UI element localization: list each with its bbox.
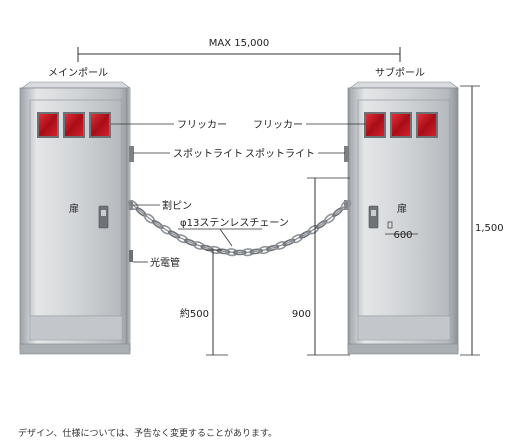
sub-spotlight-label: スポットライト (245, 148, 315, 160)
chain-link (291, 234, 303, 244)
main-pole (19, 81, 134, 355)
chain-max-height-label: 900 (292, 309, 311, 320)
chain-link (167, 230, 181, 239)
chain-link (192, 241, 205, 250)
photo-tube-label: 光電管 (150, 256, 180, 269)
main-flicker-label: フリッカー (177, 119, 227, 131)
chain-link (143, 213, 156, 224)
chain-link (282, 238, 296, 247)
chain-link (324, 213, 336, 224)
main-door-label: 扉 (69, 202, 79, 215)
chain-link (315, 219, 328, 229)
callouts: フリッカー スポットライト フリッカー スポットライト 割ピン φ13ステンレス… (111, 119, 366, 269)
chain-link (135, 207, 147, 217)
chain-link (216, 248, 231, 255)
main-spotlight (129, 146, 134, 162)
sub-flicker-lamps (364, 112, 438, 138)
main-spotlight-label: スポットライト (173, 148, 243, 160)
max-width-label: MAX 15,000 (209, 38, 270, 49)
chain-link (208, 245, 222, 255)
pole-height-label: 1,500 (475, 223, 504, 234)
chain-link (160, 224, 172, 235)
chain (127, 199, 352, 257)
disclaimer-note: デザイン、仕様については、予告なく変更することがあります。 (18, 429, 278, 439)
main-photo-tube (129, 250, 133, 262)
chain-link (151, 219, 164, 229)
pole-width-label: 600 (393, 230, 412, 241)
height-dimensions: 約500 900 1,500 600 (180, 85, 504, 356)
chain-label: φ13ステンレスチェーン (180, 217, 289, 229)
chain-link (184, 238, 197, 247)
sub-door-handle (368, 205, 379, 229)
split-pin-label: 割ピン (162, 199, 192, 212)
chain-link (299, 230, 312, 239)
chain-link (249, 248, 263, 255)
main-flicker-lamps (37, 112, 111, 138)
chain-link (340, 199, 352, 211)
sub-flicker-label: フリッカー (253, 119, 303, 131)
chain-link (241, 248, 255, 257)
main-door-handle (98, 205, 109, 229)
chain-link (274, 241, 287, 250)
chain-link (176, 234, 189, 244)
chain-link (258, 245, 271, 255)
sub-pole-label: サブポール (375, 66, 425, 79)
chain-min-height-label: 約500 (180, 307, 209, 320)
chain-link (265, 244, 280, 252)
chain-link (233, 249, 247, 256)
sub-door-label: 扉 (397, 202, 407, 215)
main-split-pin (129, 200, 133, 210)
sub-spotlight (344, 146, 349, 162)
sub-pole (344, 81, 459, 355)
main-pole-label: メインポール (48, 67, 108, 79)
chain-centerline (132, 204, 347, 253)
chain-link (225, 248, 238, 257)
width-dimension: MAX 15,000 (77, 38, 401, 62)
